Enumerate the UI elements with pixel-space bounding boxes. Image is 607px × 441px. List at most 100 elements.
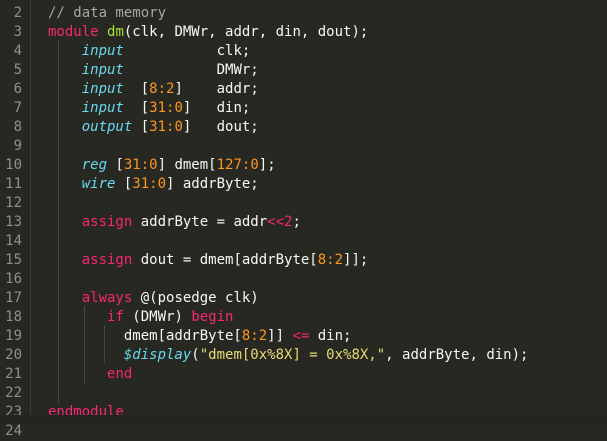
line-number: 15 [5,252,22,268]
code-token: , addrByte, din); [385,347,529,363]
code-line[interactable]: 13 assign addrByte = addr<<2; [0,213,607,232]
code-token: always [81,290,133,306]
line-number: 24 [5,423,22,439]
line-number: 14 [5,233,22,249]
code-text[interactable]: if (DMWr) begin [48,308,233,327]
code-line[interactable]: 24 [0,422,607,441]
code-token: (DMWr) [123,309,192,325]
code-token: assign [81,214,133,230]
code-token [48,290,82,306]
code-token: DMWr; [123,62,259,78]
code-text[interactable]: reg [31:0] dmem[127:0]; [48,156,276,175]
code-line[interactable]: 7 input [31:0] din; [0,99,607,118]
code-line[interactable]: 15 assign dout = dmem[addrByte[8:2]]; [0,251,607,270]
code-token [48,100,82,116]
code-token: <<2 [267,214,293,230]
line-number: 17 [5,290,22,306]
code-token: "dmem[0x%8X] = 0x%8X," [199,347,386,363]
code-token: 31:0 [149,119,183,135]
code-line[interactable]: 16 [0,270,607,289]
bottom-edge [0,415,607,423]
code-token: 8:2 [149,81,175,97]
code-token: 31:0 [149,100,183,116]
code-text[interactable]: wire [31:0] addrByte; [48,175,259,194]
code-token: if [107,309,124,325]
code-line[interactable]: 4 input clk; [0,42,607,61]
code-line[interactable]: 6 input [8:2] addr; [0,80,607,99]
code-token: ] din; [182,100,251,116]
code-token [48,214,82,230]
code-text[interactable]: input DMWr; [48,61,259,80]
line-number: 21 [5,366,22,382]
code-token [48,157,82,173]
line-number: 5 [13,62,22,78]
line-number: 16 [5,271,22,287]
code-line[interactable]: 12 [0,194,607,213]
code-token: [ [123,81,150,97]
code-token: dmem[addrByte[ [48,328,242,344]
line-number: 6 [13,81,22,97]
code-token: ; [292,214,301,230]
line-number: 12 [5,195,22,211]
code-line[interactable]: 14 [0,232,607,251]
code-text[interactable]: input [8:2] addr; [48,80,259,99]
code-token: 8:2 [317,252,344,268]
code-line[interactable]: 19 dmem[addrByte[8:2]] <= din; [0,327,607,346]
code-token: ] dmem[ [157,157,217,173]
line-number: 18 [5,309,22,325]
code-token [48,252,82,268]
line-number-gutter [0,0,31,423]
code-token: input [81,43,124,59]
code-token: [ [123,100,150,116]
code-token: end [107,366,133,382]
code-token: ]]; [343,252,369,268]
code-text[interactable]: dmem[addrByte[8:2]] <= din; [48,327,352,346]
code-token: dout = dmem[addrByte[ [132,252,318,268]
code-token: reg [81,157,108,173]
code-token: 31:0 [132,176,167,192]
line-number: 8 [13,119,22,135]
line-number: 3 [13,24,22,40]
code-token [48,309,107,325]
code-token: 31:0 [123,157,158,173]
code-text[interactable]: assign addrByte = addr<<2; [48,213,301,232]
code-token: begin [191,309,234,325]
line-number: 7 [13,100,22,116]
code-line[interactable]: 8 output [31:0] dout; [0,118,607,137]
code-text[interactable]: module dm(clk, DMWr, addr, din, dout); [48,23,368,42]
code-line[interactable]: 9 [0,137,607,156]
line-number: 2 [13,5,22,21]
code-text[interactable]: input [31:0] din; [48,99,251,118]
line-number: 22 [5,385,22,401]
line-number: 4 [13,43,22,59]
code-token: addrByte = addr [132,214,268,230]
code-token: ]; [258,157,276,173]
code-token: ]] [267,328,293,344]
code-text[interactable]: end [48,365,132,384]
code-line[interactable]: 3 module dm(clk, DMWr, addr, din, dout); [0,23,607,42]
code-token: @(posedge clk) [132,290,259,306]
code-line[interactable]: 11 wire [31:0] addrByte; [0,175,607,194]
code-text[interactable]: // data memory [48,4,166,23]
code-line[interactable]: 17 always @(posedge clk) [0,289,607,308]
code-token [48,176,82,192]
code-token: module [48,24,108,40]
code-line[interactable]: 10 reg [31:0] dmem[127:0]; [0,156,607,175]
code-text[interactable]: input clk; [48,42,251,61]
code-line[interactable]: 22 [0,384,607,403]
code-line[interactable]: 20 $display("dmem[0x%8X] = 0x%8X,", addr… [0,346,607,365]
code-line[interactable]: 18 if (DMWr) begin [0,308,607,327]
code-text[interactable]: always @(posedge clk) [48,289,259,308]
code-text[interactable]: output [31:0] dout; [48,118,259,137]
code-token: 8:2 [241,328,268,344]
code-line[interactable]: 21 end [0,365,607,384]
code-line[interactable]: 5 input DMWr; [0,61,607,80]
code-text[interactable]: assign dout = dmem[addrByte[8:2]]; [48,251,369,270]
indent-guide [58,40,59,403]
code-text[interactable]: $display("dmem[0x%8X] = 0x%8X,", addrByt… [48,346,529,365]
code-token: wire [81,176,116,192]
code-line[interactable]: 2 // data memory [0,4,607,23]
code-token: output [81,119,133,135]
indent-guide [104,325,105,363]
